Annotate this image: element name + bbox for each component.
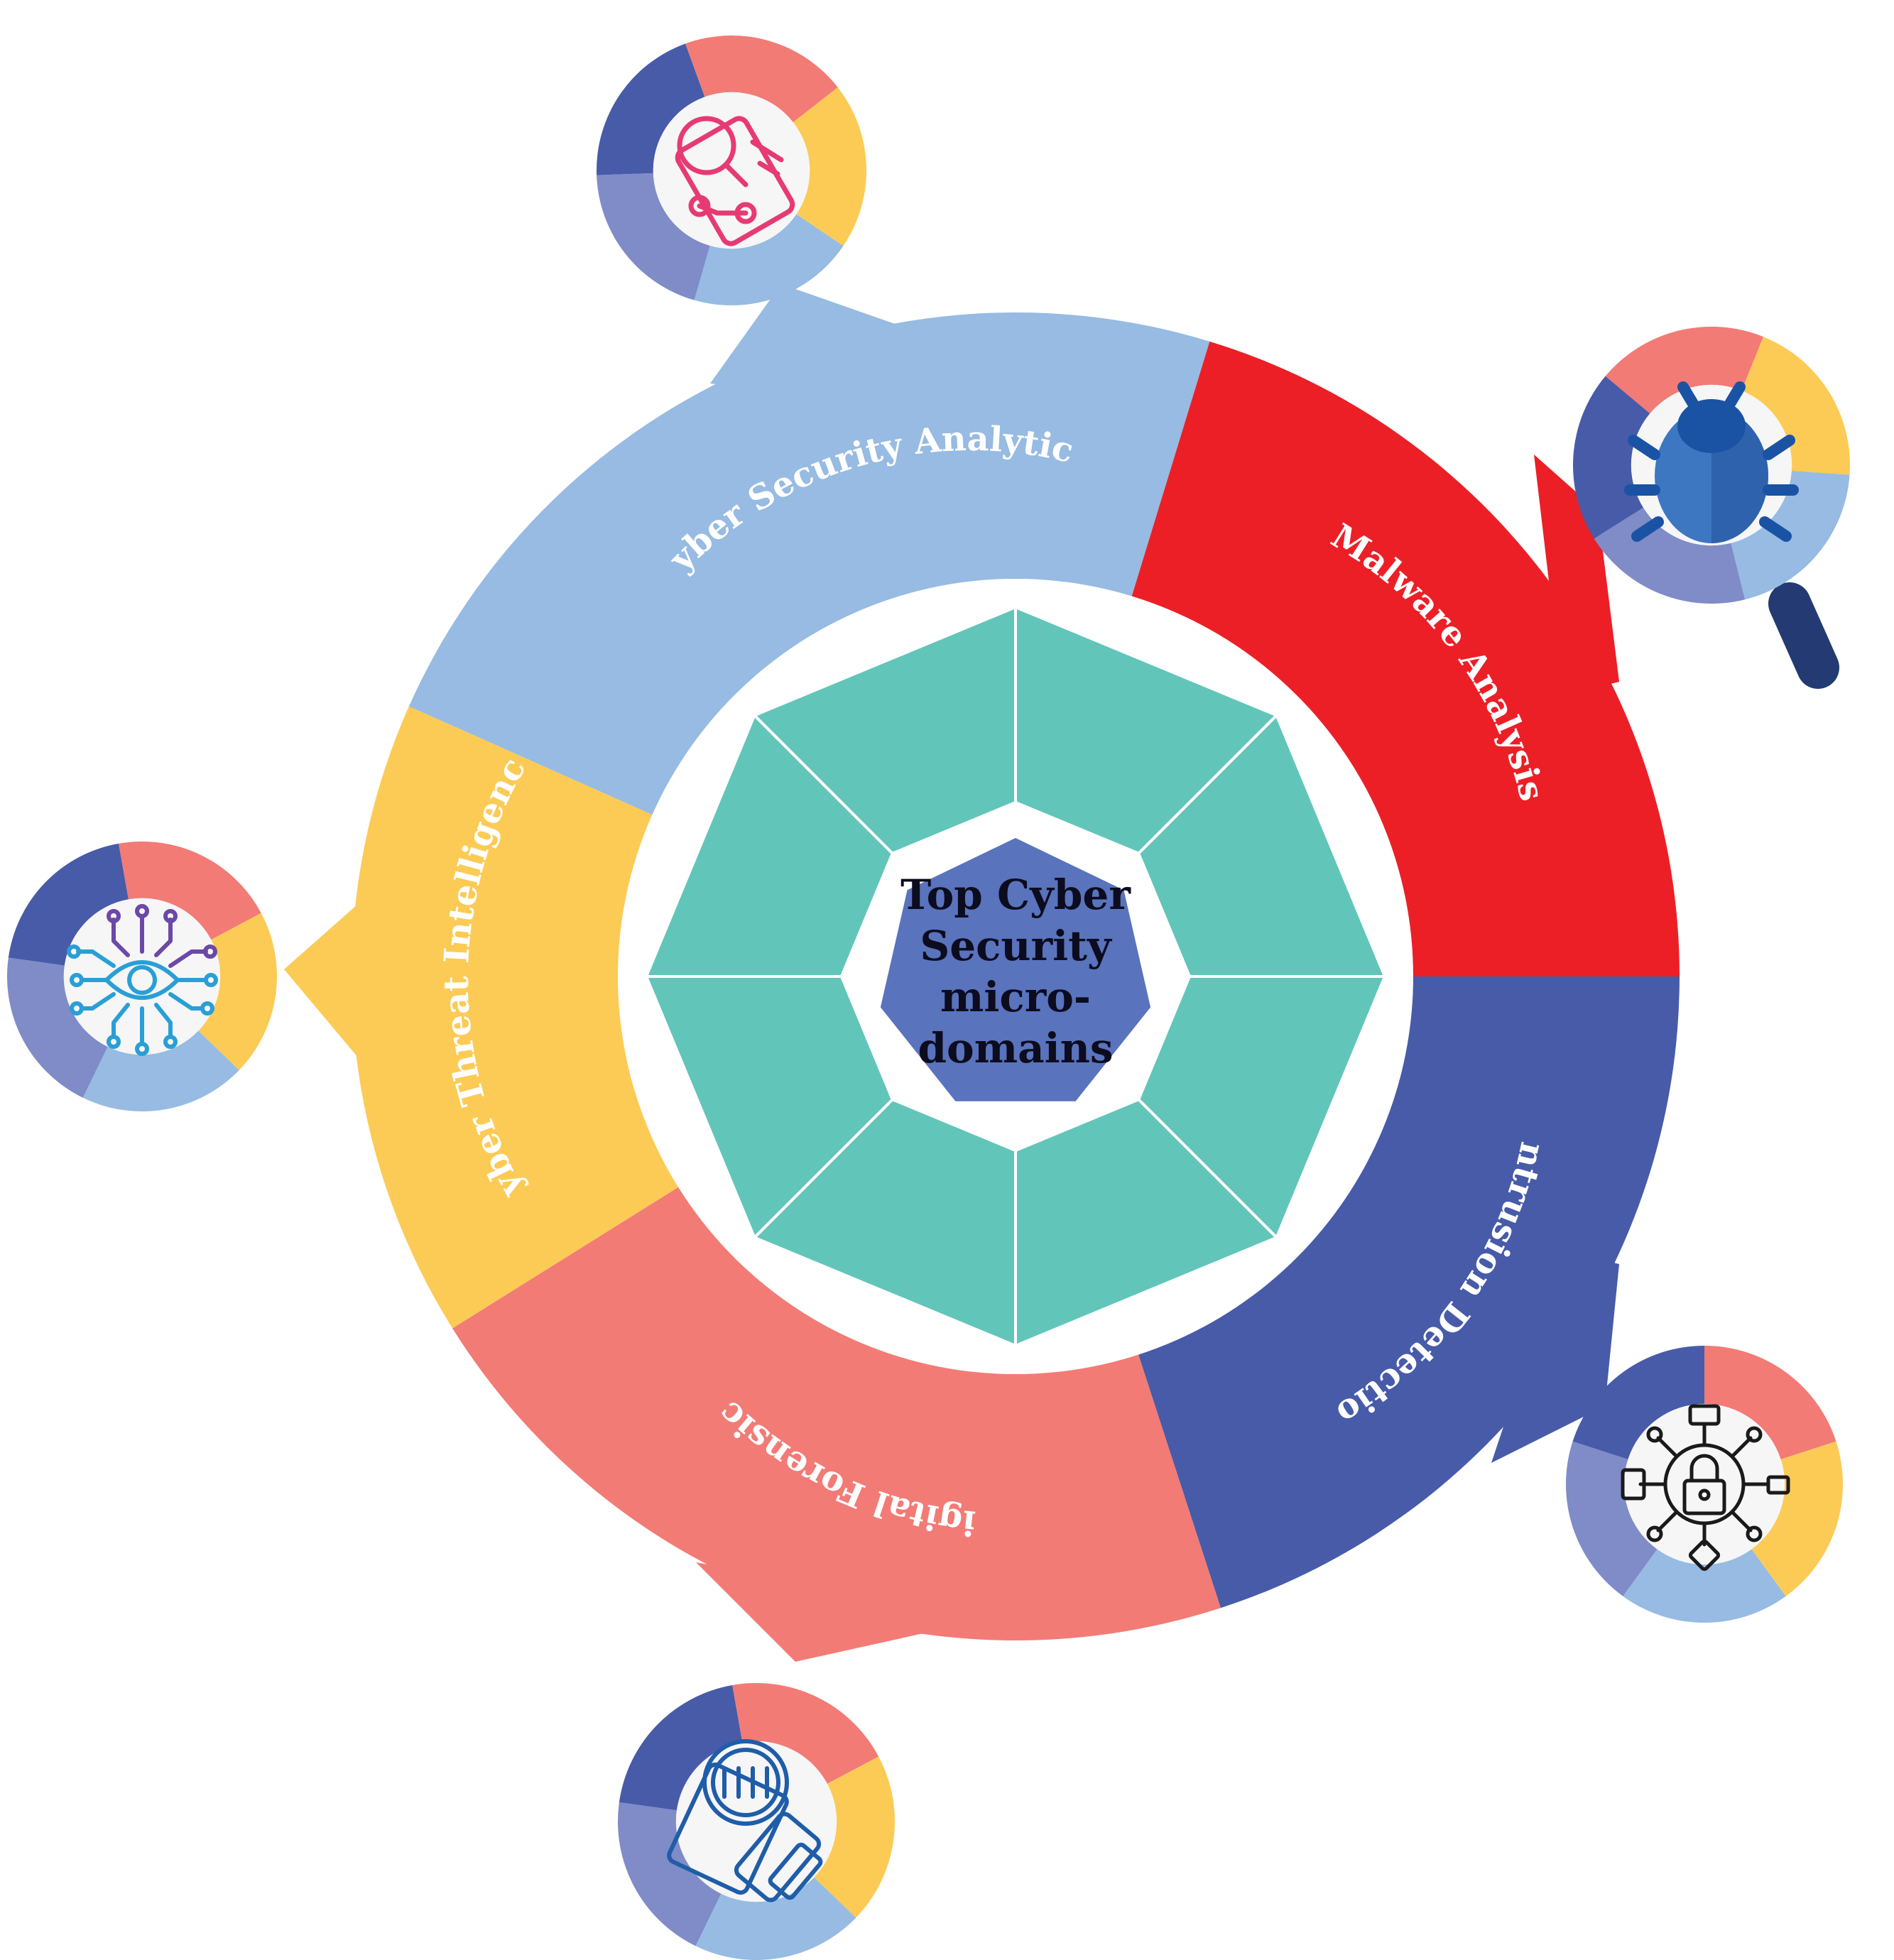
segment-intrusion-detection[interactable] bbox=[1129, 976, 1680, 1608]
badge-ring-arc bbox=[596, 43, 705, 175]
badge-ring-arc bbox=[198, 913, 278, 1070]
badge-threat[interactable] bbox=[7, 842, 278, 1111]
badge-analytics[interactable] bbox=[596, 36, 866, 305]
connector-forensics bbox=[696, 1562, 923, 1662]
badge-ring-arc bbox=[1594, 507, 1746, 604]
badge-ring-arc bbox=[1704, 1346, 1836, 1460]
segment-digital-forensics[interactable] bbox=[452, 1172, 1221, 1640]
octagon-sector bbox=[751, 605, 1017, 856]
center-title-line-1: Top Cyber bbox=[900, 871, 1131, 919]
badge-ring-arc bbox=[814, 1756, 895, 1918]
badge-connectors bbox=[284, 284, 1619, 1662]
center-octagon bbox=[644, 605, 1387, 1348]
bug-magnifier-icon bbox=[1624, 381, 1799, 543]
segment-cyber-threat-intelligence[interactable] bbox=[351, 706, 703, 1329]
badge-ring-arc bbox=[793, 87, 866, 246]
eye-circuit-icon bbox=[67, 904, 218, 1056]
connector-analytics bbox=[710, 284, 923, 398]
analytics-document-icon bbox=[675, 116, 795, 246]
badge-face bbox=[63, 898, 221, 1055]
segment-cyber-security-analytics[interactable] bbox=[408, 312, 1210, 827]
badge-ring-arc bbox=[119, 842, 261, 940]
badge-intrusion[interactable] bbox=[1565, 1346, 1843, 1623]
badge-ring-arc bbox=[618, 1802, 722, 1947]
center-heptagon bbox=[880, 838, 1151, 1101]
badge-ring-arc bbox=[1573, 376, 1650, 539]
connector-threat bbox=[284, 888, 376, 1079]
outer-ring bbox=[351, 312, 1680, 1640]
badge-ring-arc bbox=[1751, 1441, 1843, 1596]
badge-ring-arc bbox=[685, 36, 838, 123]
badge-ring-arc bbox=[695, 1877, 856, 1960]
badge-ring-arc bbox=[1572, 1346, 1704, 1460]
badge-ring-arc bbox=[732, 1683, 879, 1784]
connector-intrusion bbox=[1491, 1250, 1619, 1463]
center-title-line-3: micro- bbox=[940, 973, 1091, 1021]
badge-ring-arc bbox=[1605, 327, 1764, 414]
segment-malware-analysis[interactable] bbox=[1123, 341, 1680, 976]
center-title-line-4: domains bbox=[918, 1024, 1113, 1072]
badge-ring-arc bbox=[597, 173, 710, 300]
center-title-line-2: Security bbox=[920, 922, 1113, 970]
badge-ring-arc bbox=[1565, 1441, 1658, 1596]
badge-ring-arc bbox=[1741, 337, 1850, 475]
badge-ring-arc bbox=[7, 957, 108, 1098]
binary-magnifier-devices-icon bbox=[667, 1739, 823, 1902]
center-title: Top Cyber Security micro- domains bbox=[900, 871, 1131, 1072]
magnifier-handle bbox=[1768, 582, 1839, 689]
badge-ring-arc bbox=[82, 1030, 239, 1111]
network-lock-icon bbox=[1621, 1404, 1790, 1572]
badge-ring-arc bbox=[1623, 1549, 1786, 1623]
badge-forensics[interactable] bbox=[618, 1683, 895, 1960]
badge-ring-arc bbox=[8, 843, 129, 966]
badge-ring-arc bbox=[694, 214, 844, 305]
badge-ring-arc bbox=[619, 1684, 743, 1811]
